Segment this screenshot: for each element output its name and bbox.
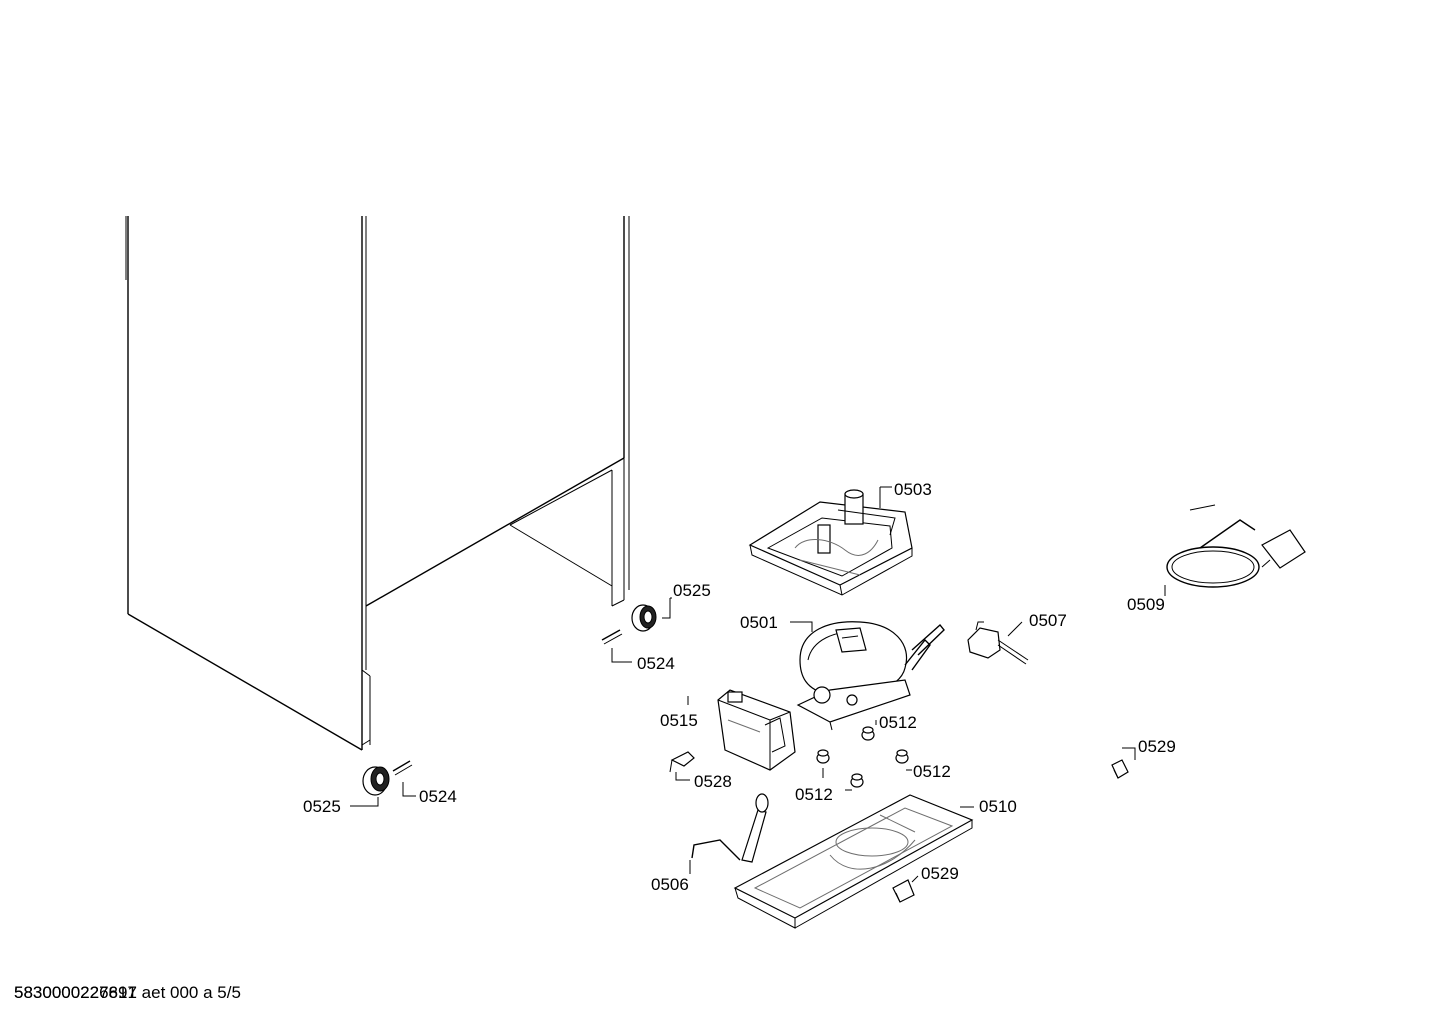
grommet-0512-c: [850, 773, 864, 788]
footer-code: 5830000227691: [14, 983, 137, 1002]
clip-0528: [669, 751, 695, 773]
clip-0529-bottom: [892, 879, 915, 903]
part-label-0529-bottom: 0529: [921, 864, 959, 883]
tube-0506: [691, 793, 769, 863]
part-label-0506: 0506: [651, 875, 689, 894]
part-label-0510: 0510: [979, 797, 1017, 816]
part-label-0528: 0528: [694, 772, 732, 791]
grommet-0512-a: [861, 726, 875, 741]
base-plate-0510: [733, 794, 974, 929]
leader-lines: [350, 486, 1166, 883]
part-label-0525-top: 0525: [673, 581, 711, 600]
part-label-0507: 0507: [1029, 611, 1067, 630]
part-label-0501: 0501: [740, 613, 778, 632]
footer-code-overprint: 5830000226817: [14, 983, 137, 1002]
part-label-0512-a: 0512: [879, 713, 917, 732]
compressor-0501: [796, 621, 945, 731]
part-label-0512-b: 0512: [795, 785, 833, 804]
part-label-0509: 0509: [1127, 595, 1165, 614]
pin-0524-bottom: [392, 760, 413, 776]
cabinet-housing: [125, 216, 630, 751]
grommet-0512-b: [816, 749, 830, 764]
part-label-0524-bottom: 0524: [419, 787, 457, 806]
pin-0524-top: [601, 629, 623, 645]
part-label-0503: 0503: [894, 480, 932, 499]
electronic-module-0515: [717, 689, 796, 771]
clip-0529-top: [1111, 759, 1129, 779]
part-label-0524-top: 0524: [637, 654, 675, 673]
part-label-0515: 0515: [660, 711, 698, 730]
part-label-0512-c: 0512: [913, 762, 951, 781]
power-cable-0509: [1166, 504, 1306, 588]
part-label-0529-top: 0529: [1138, 737, 1176, 756]
footer-suffix: aet 000 a 5/5: [141, 983, 241, 1002]
part-label-0525-bottom: 0525: [303, 797, 341, 816]
adjustable-foot-0525-bottom: [362, 766, 390, 796]
compressor-cover-0503: [748, 489, 913, 596]
footer-document-code: 5830000226817 5830000227691 aet 000 a 5/…: [14, 983, 241, 1003]
starter-relay-0507: [967, 621, 1029, 665]
adjustable-foot-0525-top: [631, 604, 657, 632]
grommet-0512-d: [895, 749, 909, 764]
